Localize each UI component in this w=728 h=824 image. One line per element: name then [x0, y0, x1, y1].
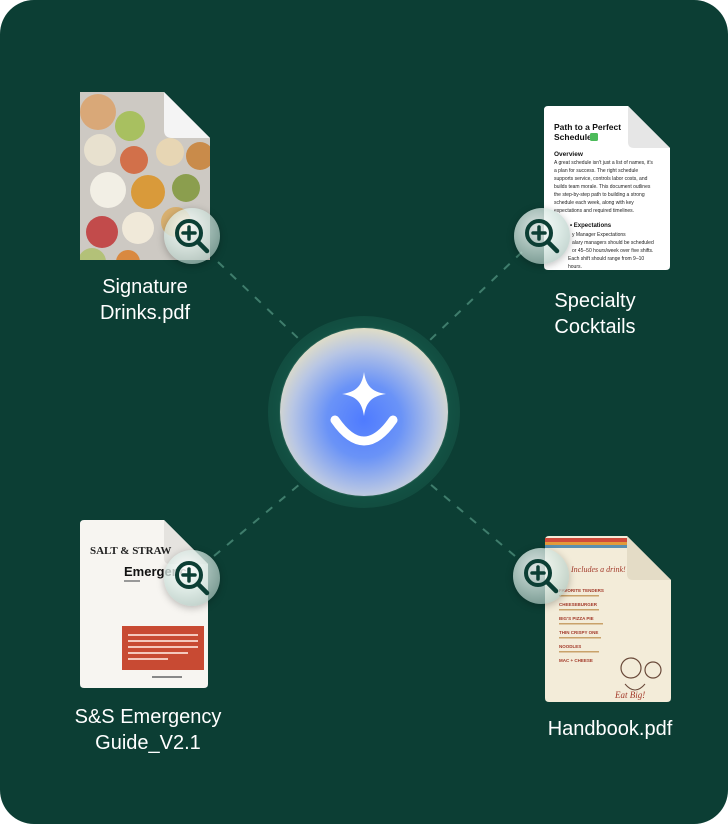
connector-specialty [429, 251, 523, 341]
svg-text:or 45–50 hours/week over five: or 45–50 hours/week over five shifts. [572, 248, 653, 254]
svg-text:Includes a drink!: Includes a drink! [570, 565, 626, 574]
svg-text:the step-by-step path to build: the step-by-step path to building a stro… [554, 192, 645, 198]
svg-text:builds team morale. This docum: builds team morale. This document outlin… [554, 184, 651, 190]
ai-hub[interactable] [280, 328, 448, 496]
document-signature-drinks[interactable] [80, 92, 220, 264]
svg-text:y Manager Expectations: y Manager Expectations [572, 232, 626, 238]
svg-text:CHEESEBURGER: CHEESEBURGER [559, 602, 598, 607]
svg-text:THIN CRISPY ONE: THIN CRISPY ONE [559, 630, 598, 635]
label-specialty-cocktails: Specialty Cocktails [554, 290, 636, 338]
svg-text:expectations and required time: expectations and required timelines. [554, 208, 634, 214]
preview-button-handbook[interactable] [513, 548, 569, 604]
svg-text:• Expectations: • Expectations [570, 223, 612, 229]
document-preview-schedule: Path to a Perfect Schedule Overview A gr… [544, 106, 670, 270]
sparkle-smile-icon [330, 372, 398, 446]
connector-signature [217, 261, 301, 341]
zoom-in-icon [525, 219, 560, 254]
label-handbook: Handbook.pdf [547, 718, 673, 740]
svg-text:supports service, controls lab: supports service, controls labor costs, … [554, 176, 648, 182]
zoom-in-icon [524, 559, 559, 594]
document-preview-menu: Includes a drink! FAVORITE TENDERS CHEES… [545, 536, 671, 702]
svg-text:SALT & STRAW: SALT & STRAW [90, 545, 171, 557]
svg-text:alary managers should be sched: alary managers should be scheduled [572, 240, 654, 246]
svg-text:A great schedule isn't just a: A great schedule isn't just a list of na… [554, 160, 653, 166]
zoom-in-icon [175, 561, 210, 596]
svg-text:BIG'S PIZZA PIE: BIG'S PIZZA PIE [559, 616, 594, 621]
svg-text:Path to a Perfect: Path to a Perfect [554, 122, 621, 132]
svg-text:NOODLES: NOODLES [559, 644, 581, 649]
svg-text:Overview: Overview [554, 151, 584, 158]
svg-text:MAC + CHEESE: MAC + CHEESE [559, 658, 593, 663]
label-signature-drinks: Signature Drinks.pdf [99, 276, 191, 324]
svg-text:Eat Big!: Eat Big! [614, 690, 645, 700]
preview-button-emergency[interactable] [164, 550, 220, 606]
preview-button-specialty[interactable] [514, 208, 570, 264]
svg-text:schedule each week, along with: schedule each week, along with key [554, 200, 634, 206]
svg-text:hours.: hours. [568, 264, 582, 270]
document-thumbnail-food-photo [80, 92, 210, 260]
svg-text:a plan for success. The right: a plan for success. The right schedule [554, 168, 638, 174]
zoom-in-icon [175, 219, 210, 254]
label-emergency-guide: S&S Emergency Guide_V2.1 [74, 706, 222, 754]
document-handbook[interactable]: Includes a drink! FAVORITE TENDERS CHEES… [513, 536, 671, 702]
svg-text:Schedule: Schedule [554, 132, 592, 142]
document-specialty-cocktails[interactable]: Path to a Perfect Schedule Overview A gr… [514, 106, 670, 270]
connector-emergency [213, 483, 301, 557]
preview-button-signature[interactable] [164, 208, 220, 264]
svg-text:Each shift should range from 9: Each shift should range from 9–10 [568, 256, 644, 262]
connector-handbook [429, 483, 516, 557]
svg-text:FAVORITE TENDERS: FAVORITE TENDERS [559, 588, 604, 593]
document-emergency-guide[interactable]: SALT & STRAW Emergenc [80, 520, 220, 688]
